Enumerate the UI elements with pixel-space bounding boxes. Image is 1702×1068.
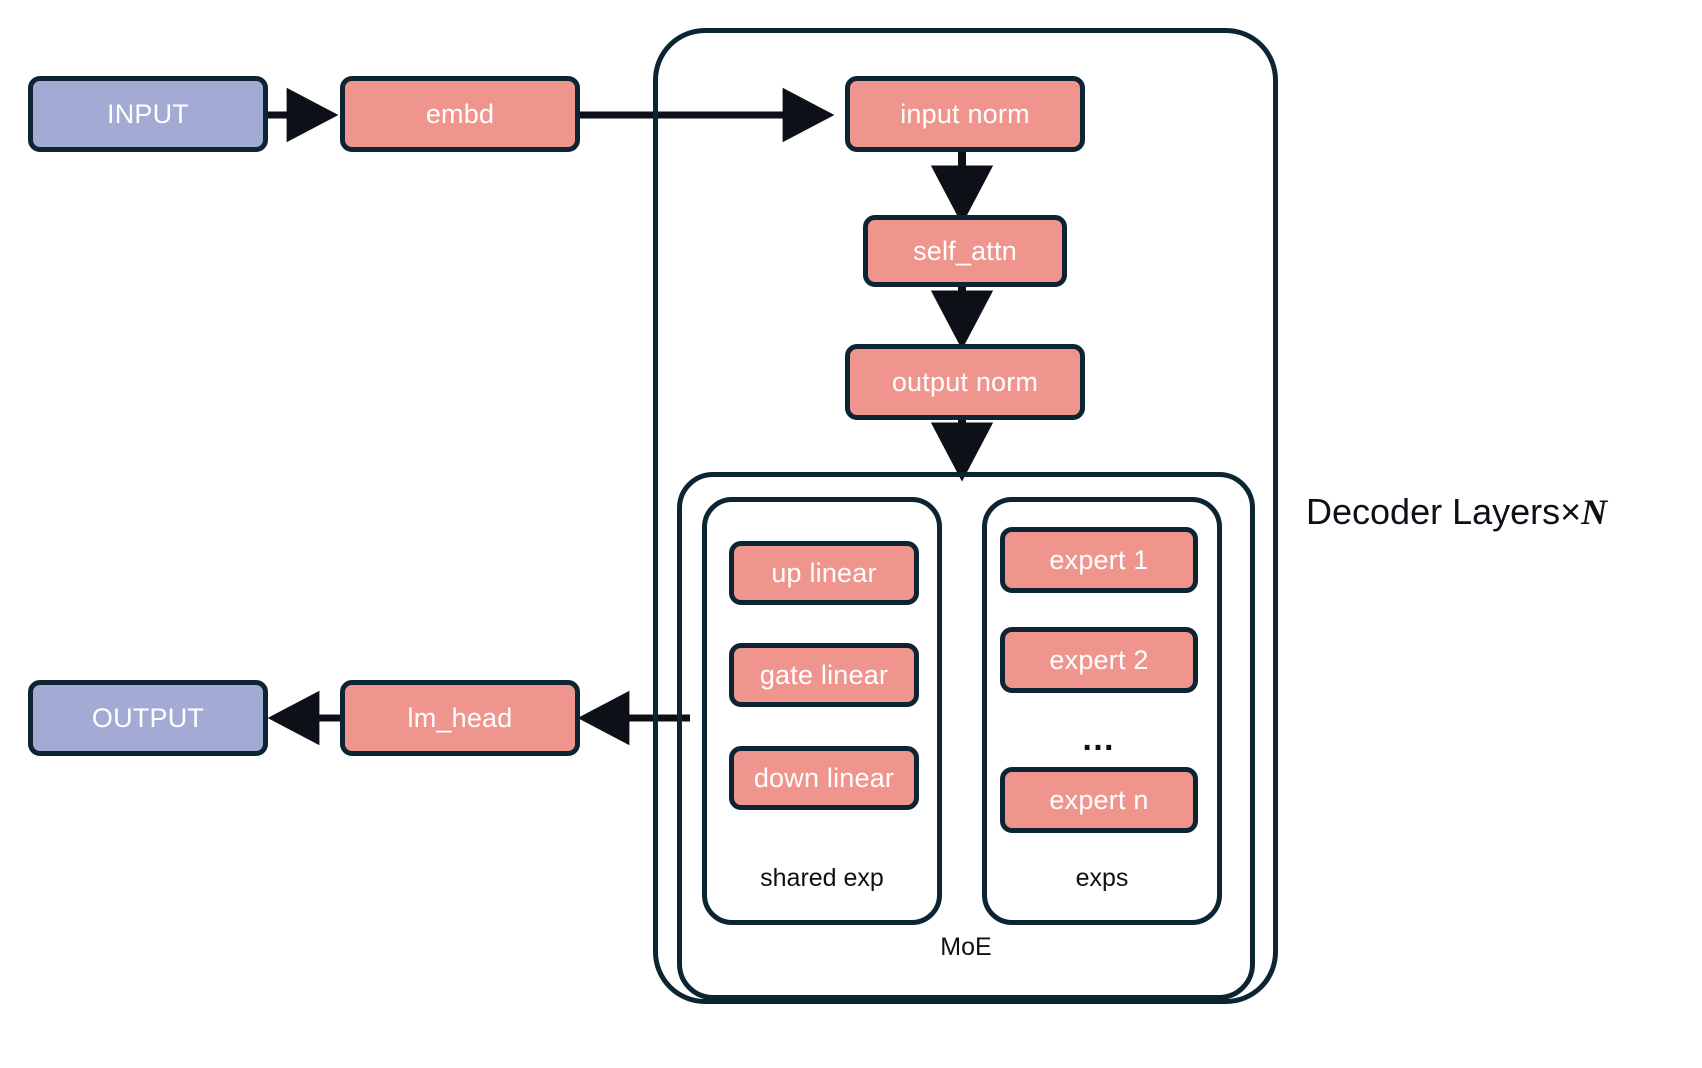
decoder-layers-caption: Decoder Layers×N — [1306, 491, 1608, 532]
node-input-norm[interactable]: input norm — [845, 76, 1085, 152]
node-down-linear[interactable]: down linear — [729, 746, 919, 810]
exps-group — [982, 497, 1222, 925]
node-input-label: INPUT — [107, 98, 189, 129]
decoder-layers-group — [653, 28, 1278, 1004]
node-expert-1-label: expert 1 — [1049, 544, 1149, 575]
node-expert-2[interactable]: expert 2 — [1000, 627, 1198, 693]
node-self-attn[interactable]: self_attn — [863, 215, 1067, 287]
node-embd[interactable]: embd — [340, 76, 580, 152]
node-output[interactable]: OUTPUT — [28, 680, 268, 756]
node-input[interactable]: INPUT — [28, 76, 268, 152]
node-output-norm[interactable]: output norm — [845, 344, 1085, 420]
node-down-linear-label: down linear — [753, 762, 895, 793]
node-input-norm-label: input norm — [900, 98, 1030, 129]
decoder-layers-count-symbol: N — [1581, 492, 1608, 532]
moe-group — [677, 472, 1255, 1000]
node-expert-n[interactable]: expert n — [1000, 767, 1198, 833]
node-expert-1[interactable]: expert 1 — [1000, 527, 1198, 593]
experts-ellipsis: … — [1081, 720, 1117, 758]
exps-group-label: exps — [1075, 864, 1129, 892]
moe-group-label: MoE — [940, 933, 992, 961]
node-output-norm-label: output norm — [891, 366, 1039, 397]
node-lm-head[interactable]: lm_head — [340, 680, 580, 756]
node-self-attn-label: self_attn — [913, 235, 1017, 266]
shared-exp-group — [702, 497, 942, 925]
node-output-label: OUTPUT — [91, 702, 205, 733]
node-lm-head-label: lm_head — [407, 702, 513, 733]
shared-exp-group-label: shared exp — [760, 864, 884, 892]
node-up-linear[interactable]: up linear — [729, 541, 919, 605]
node-up-linear-label: up linear — [771, 557, 877, 588]
decoder-layers-caption-text: Decoder Layers× — [1306, 491, 1582, 532]
node-embd-label: embd — [425, 98, 495, 129]
node-expert-2-label: expert 2 — [1049, 644, 1149, 675]
node-expert-n-label: expert n — [1049, 784, 1149, 815]
node-gate-linear-label: gate linear — [759, 659, 889, 690]
node-gate-linear[interactable]: gate linear — [729, 643, 919, 707]
